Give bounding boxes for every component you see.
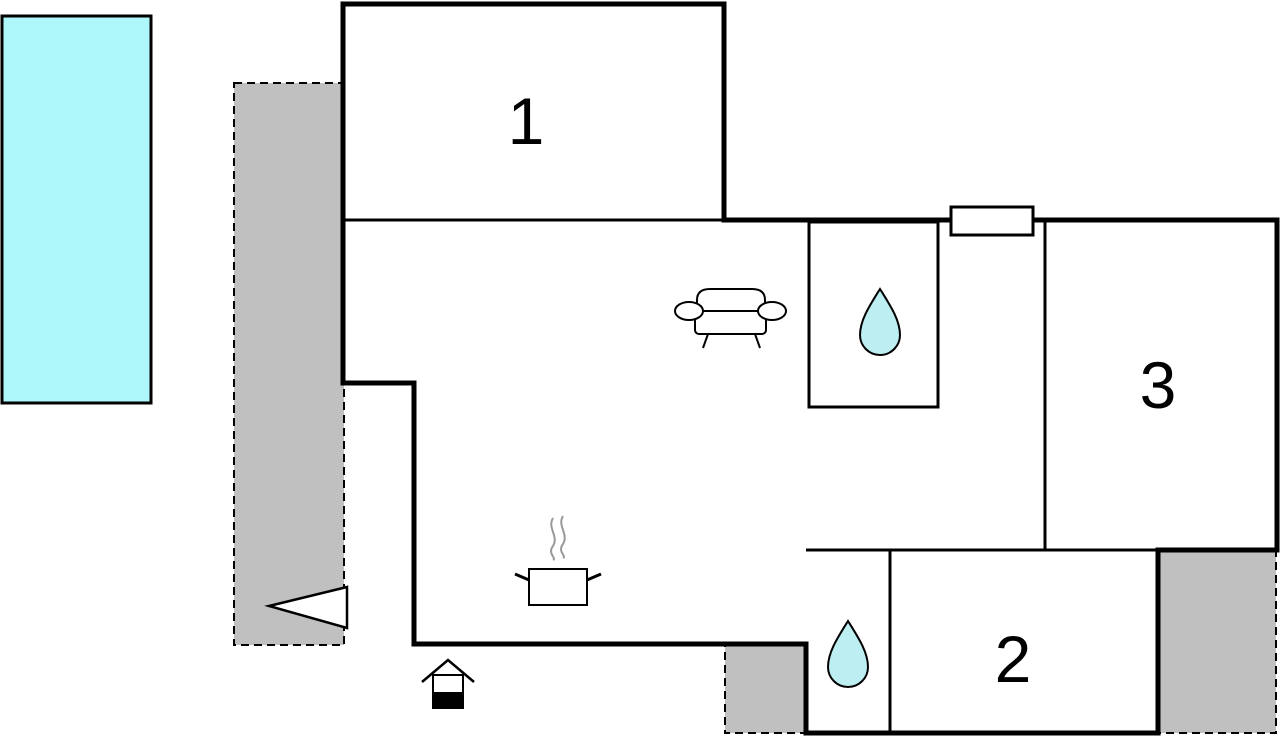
sofa-icon: [674, 288, 787, 349]
terrace-south-middle: [724, 644, 808, 734]
water-drop-icon: [858, 287, 902, 356]
window: [949, 205, 1035, 237]
room-number-1: 1: [508, 84, 545, 158]
room-number-3: 3: [1140, 348, 1177, 422]
pool: [0, 14, 153, 405]
cooking-pot-icon: [514, 515, 602, 606]
terrace-south-east: [1157, 549, 1277, 734]
room-number-2: 2: [995, 622, 1032, 696]
entrance-icon: [421, 658, 475, 709]
terrace-arrow-icon: [264, 585, 349, 630]
water-drop-icon: [826, 619, 870, 688]
terrace-west: [233, 82, 345, 646]
